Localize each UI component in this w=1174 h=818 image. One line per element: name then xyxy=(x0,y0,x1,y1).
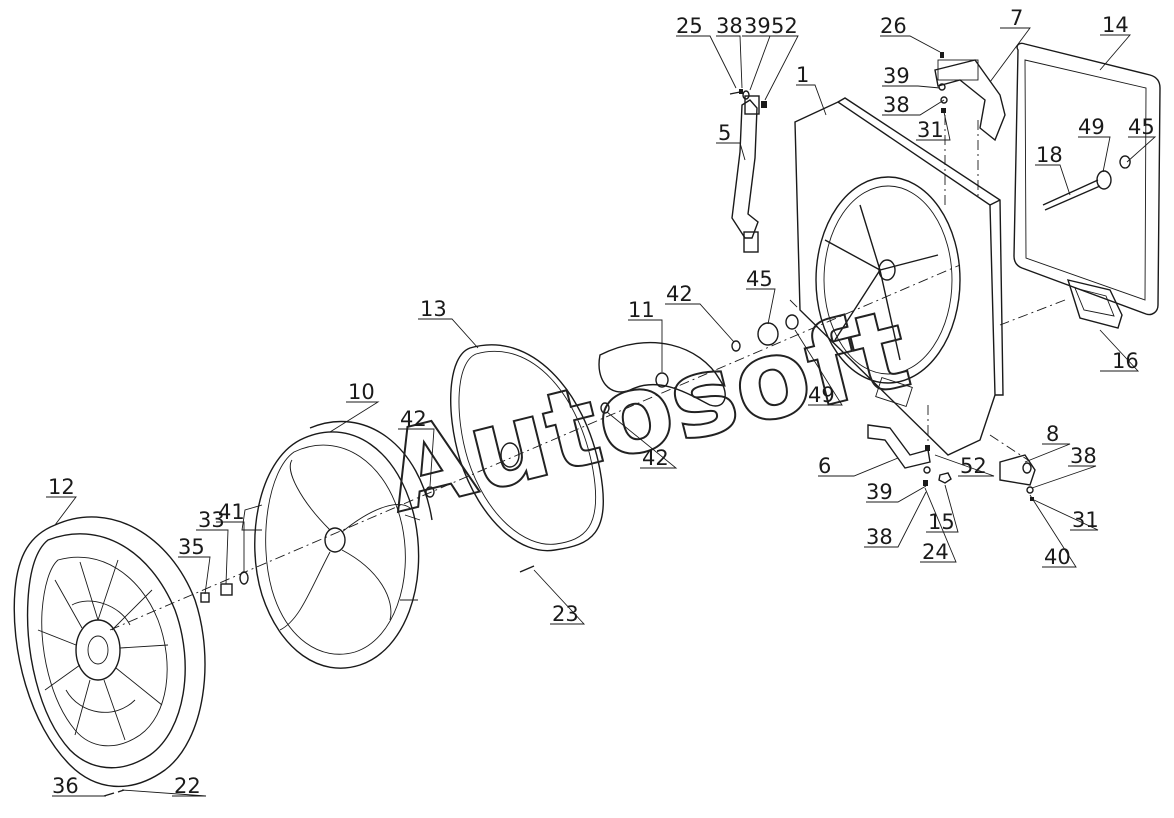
callout-42-c: 42 xyxy=(642,446,669,470)
callout-39-b: 39 xyxy=(883,64,910,88)
leader-lines xyxy=(46,27,1157,797)
callout-39: 39 xyxy=(744,14,771,38)
part-13-plate xyxy=(449,344,604,552)
callout-16: 16 xyxy=(1112,349,1139,373)
frame-guide-line xyxy=(789,299,801,311)
guide-line-8 xyxy=(989,434,1029,461)
callout-49-b: 49 xyxy=(808,383,835,407)
callout-45: 45 xyxy=(1128,115,1155,139)
callout-45-b: 45 xyxy=(746,267,773,291)
part-16-grille xyxy=(1066,279,1123,329)
part-1-frame xyxy=(794,97,1004,456)
part-12-front-guard xyxy=(13,516,206,788)
part-49-seal-b xyxy=(1096,170,1112,190)
callout-1: 1 xyxy=(796,63,809,87)
callout-11: 11 xyxy=(628,298,655,322)
part-23-screw xyxy=(519,565,535,573)
callout-38-d: 38 xyxy=(866,525,893,549)
part-6-bracket xyxy=(867,424,931,469)
assembly-axis xyxy=(109,264,961,631)
callout-31: 31 xyxy=(917,118,944,142)
part-5-bracket xyxy=(731,95,760,253)
callout-49: 49 xyxy=(1078,115,1105,139)
part-7-bracket xyxy=(934,59,1006,142)
fasteners-39-38-24-15 xyxy=(923,445,952,486)
part-45-ring xyxy=(1119,155,1131,169)
callout-14: 14 xyxy=(1102,13,1129,37)
callout-42: 42 xyxy=(666,282,693,306)
part-8-bracket xyxy=(999,454,1036,486)
fasteners-26-39-38-31 xyxy=(938,52,948,113)
part-36-screw xyxy=(103,792,115,797)
guide-line-16 xyxy=(999,299,1066,326)
part-42-washer-c xyxy=(731,340,741,352)
part-11-blade xyxy=(598,342,726,407)
callout-39-c: 39 xyxy=(866,480,893,504)
callout-12: 12 xyxy=(48,475,75,499)
callout-labels: 25 38 39 52 26 7 14 39 1 38 31 5 49 45 1… xyxy=(48,6,1155,798)
callout-8: 8 xyxy=(1046,422,1059,446)
callout-6: 6 xyxy=(818,454,831,478)
part-14-cover xyxy=(1013,42,1161,316)
callout-13: 13 xyxy=(420,297,447,321)
callout-7: 7 xyxy=(1010,6,1023,30)
callout-33: 33 xyxy=(198,508,225,532)
part-49-seal xyxy=(785,314,799,330)
callout-38: 38 xyxy=(716,14,743,38)
callout-42-b: 42 xyxy=(400,407,427,431)
callout-52-b: 52 xyxy=(960,454,987,478)
callout-52: 52 xyxy=(771,14,798,38)
part-42-washer-b xyxy=(600,402,610,414)
callout-18: 18 xyxy=(1036,143,1063,167)
callout-24: 24 xyxy=(922,540,949,564)
callout-25: 25 xyxy=(676,14,703,38)
callout-15: 15 xyxy=(928,510,955,534)
part-42-washer xyxy=(425,486,435,498)
callout-35: 35 xyxy=(178,535,205,559)
callout-40: 40 xyxy=(1044,545,1071,569)
callout-41: 41 xyxy=(218,500,245,524)
fasteners-25-38-39-52 xyxy=(729,89,767,108)
fasteners-35-33-41 xyxy=(200,571,249,603)
callout-38-b: 38 xyxy=(883,93,910,117)
callout-31-b: 31 xyxy=(1072,508,1099,532)
callout-38-c: 38 xyxy=(1070,444,1097,468)
part-18-shaft xyxy=(1042,179,1101,211)
callout-26: 26 xyxy=(880,14,907,38)
callout-10: 10 xyxy=(348,380,375,404)
fasteners-38-31-40 xyxy=(1026,486,1034,501)
callout-36: 36 xyxy=(52,774,79,798)
callout-23: 23 xyxy=(552,602,579,626)
callout-22: 22 xyxy=(174,774,201,798)
callout-5: 5 xyxy=(718,121,731,145)
